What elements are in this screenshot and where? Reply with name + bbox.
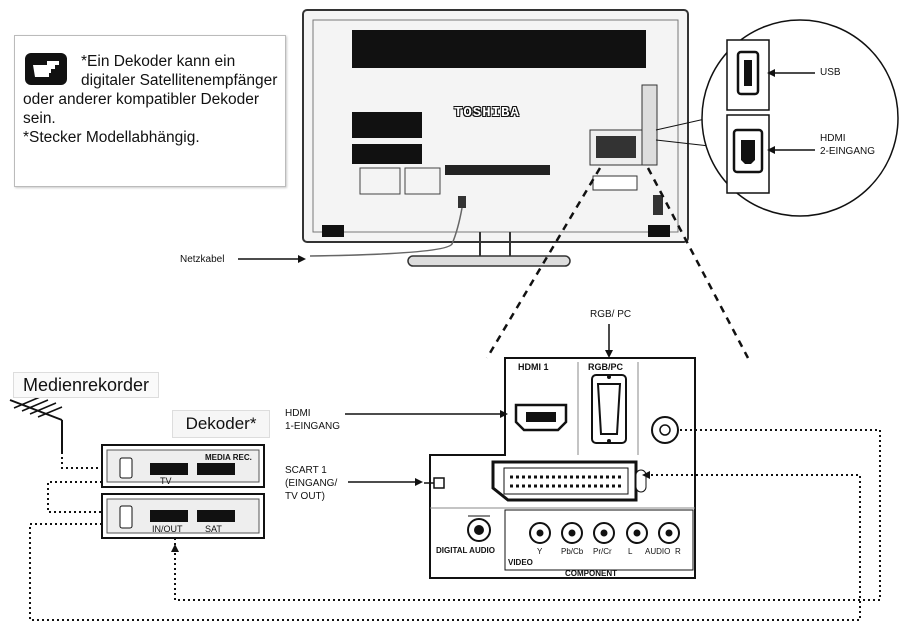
decoder-inout-label: IN/OUT bbox=[152, 524, 183, 534]
recorder-panel-label: MEDIA REC. bbox=[205, 453, 252, 462]
jack-label-l: L bbox=[628, 547, 633, 556]
medienrekorder-label: Medienrekorder bbox=[13, 372, 159, 398]
hdmi1-label-line1: HDMI bbox=[285, 408, 311, 419]
scart-label-line2: (EINGANG/ bbox=[285, 478, 338, 489]
note-line-4: sein. bbox=[23, 110, 56, 127]
dekoder-label: Dekoder* bbox=[172, 410, 270, 438]
scart-label-line3: TV OUT) bbox=[285, 491, 325, 502]
hint-note-box: *Ein Dekoder kann ein digitaler Satellit… bbox=[14, 35, 286, 187]
hdmi1-label-line2: 1-EINGANG bbox=[285, 421, 341, 432]
jack-label-y: Y bbox=[537, 547, 543, 556]
panel-digital-audio-label: DIGITAL AUDIO bbox=[436, 546, 495, 555]
antenna-icon bbox=[9, 396, 63, 452]
usb-label: USB bbox=[820, 67, 841, 78]
jack-label-pr: Pr/Cr bbox=[593, 547, 612, 556]
hdmi2-label-line1: HDMI bbox=[820, 133, 846, 144]
jack-label-r: R bbox=[675, 547, 681, 556]
jack-label-pb: Pb/Cb bbox=[561, 547, 584, 556]
note-line-5: *Stecker Modellabhängig. bbox=[23, 129, 200, 146]
connector-panel bbox=[424, 357, 696, 579]
zoom-circle bbox=[701, 19, 899, 217]
netzkabel-label: Netzkabel bbox=[180, 254, 225, 265]
panel-component-label: COMPONENT bbox=[565, 569, 617, 578]
decoder-device bbox=[101, 493, 265, 539]
decoder-sat-label: SAT bbox=[205, 524, 222, 534]
jack-label-audio: AUDIO bbox=[645, 547, 671, 556]
scart-label-line1: SCART 1 bbox=[285, 465, 327, 476]
hdmi2-label-line2: 2-EINGANG bbox=[820, 146, 876, 157]
tv-brand-logo: TOSHIBA bbox=[454, 105, 520, 121]
note-line-3: oder anderer kompatibler Dekoder bbox=[23, 91, 260, 108]
signal-cables bbox=[29, 429, 881, 621]
panel-video-label: VIDEO bbox=[508, 558, 533, 567]
note-line-2: digitaler Satellitenempfänger bbox=[81, 72, 278, 89]
recorder-tv-label: TV bbox=[160, 476, 172, 486]
rgb-pc-label: RGB/ PC bbox=[590, 309, 632, 320]
media-recorder-device bbox=[101, 444, 265, 488]
panel-hdmi1-label: HDMI 1 bbox=[518, 362, 549, 372]
hand-pointer-icon bbox=[25, 53, 67, 85]
note-line-1: *Ein Dekoder kann ein bbox=[81, 53, 236, 70]
tv-rear-view bbox=[302, 9, 689, 267]
panel-rgb-label: RGB/PC bbox=[588, 362, 624, 372]
